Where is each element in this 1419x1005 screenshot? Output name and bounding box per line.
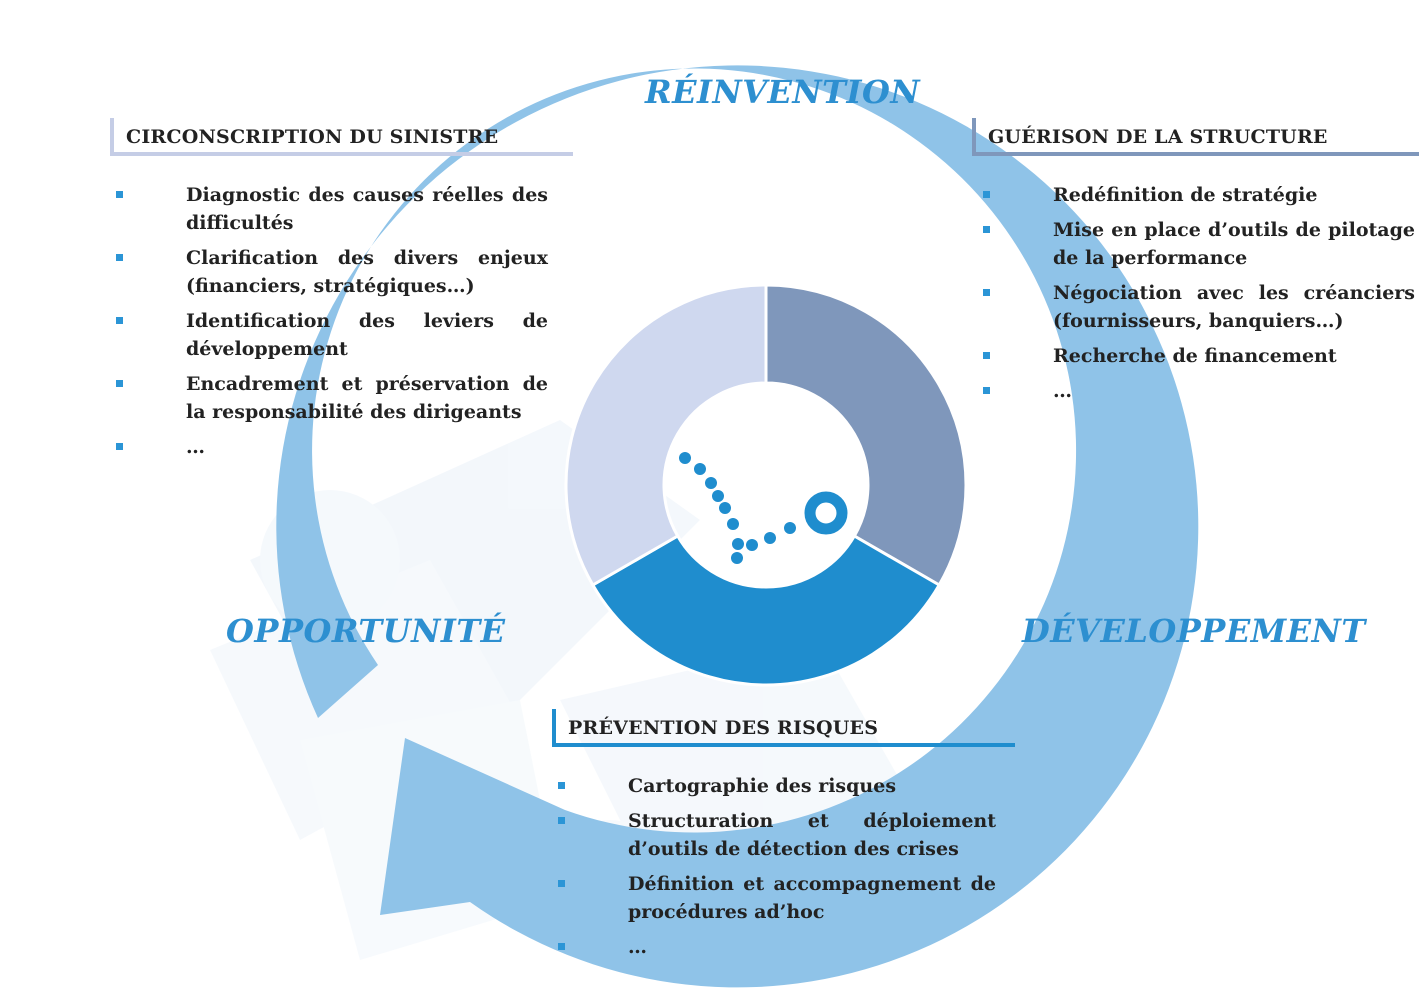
- bullet-square-icon: [983, 191, 990, 198]
- heading-bar-vertical: [552, 709, 556, 743]
- list-item: Clarification des divers enjeux (financi…: [116, 244, 548, 300]
- heading-bar-horizontal: [972, 152, 1419, 156]
- list-item: Recherche de financement: [983, 342, 1415, 370]
- dot: [784, 522, 796, 534]
- heading-bar-horizontal: [110, 152, 573, 156]
- dot: [679, 452, 691, 464]
- section-guerison-title: GUÉRISON DE LA STRUCTURE: [972, 118, 1419, 156]
- bullet-square-icon: [558, 880, 565, 887]
- phase-reinvention: RÉINVENTION: [645, 73, 921, 111]
- dot: [727, 518, 739, 530]
- list-item: …: [116, 433, 548, 461]
- list-item: Définition et accompagnement de procédur…: [558, 870, 996, 926]
- bullet-square-icon: [983, 352, 990, 359]
- bullet-square-icon: [116, 191, 123, 198]
- bullet-square-icon: [983, 226, 990, 233]
- list-item: Structuration et déploiement d’outils de…: [558, 807, 996, 863]
- section-circonscription-title: CIRCONSCRIPTION DU SINISTRE: [110, 118, 573, 156]
- section-prevention-list: Cartographie des risques Structuration e…: [558, 772, 996, 968]
- bullet-square-icon: [983, 289, 990, 296]
- heading-bar-vertical: [110, 118, 114, 152]
- bullet-square-icon: [558, 943, 565, 950]
- list-item: Redéfinition de stratégie: [983, 181, 1415, 209]
- center-dots-icon: [679, 452, 848, 564]
- phase-opportunite: OPPORTUNITÉ: [226, 612, 506, 650]
- dot: [731, 552, 743, 564]
- donut-segment-left: [564, 283, 768, 588]
- heading-bar-horizontal: [552, 743, 1015, 747]
- list-item: Négociation avec les créanciers (fournis…: [983, 279, 1415, 335]
- bullet-square-icon: [116, 380, 123, 387]
- dot: [746, 539, 758, 551]
- section-prevention-title: PRÉVENTION DES RISQUES: [552, 709, 1015, 747]
- section-guerison-list: Redéfinition de stratégie Mise en place …: [983, 181, 1415, 412]
- dot: [719, 502, 731, 514]
- phase-developpement: DÉVELOPPEMENT: [1022, 612, 1366, 650]
- bullet-square-icon: [116, 443, 123, 450]
- heading-text: GUÉRISON DE LA STRUCTURE: [988, 126, 1328, 148]
- bullet-square-icon: [116, 254, 123, 261]
- bullet-square-icon: [558, 817, 565, 824]
- list-item: …: [558, 933, 996, 961]
- cycle-arrow: [276, 65, 1199, 988]
- donut-segment-top-right: [764, 283, 968, 588]
- target-ring-icon: [804, 491, 848, 535]
- heading-text: CIRCONSCRIPTION DU SINISTRE: [126, 126, 499, 148]
- list-item: Encadrement et préservation de la respon…: [116, 370, 548, 426]
- dot: [764, 532, 776, 544]
- bullet-square-icon: [116, 317, 123, 324]
- list-item: Identification des leviers de développem…: [116, 307, 548, 363]
- list-item: …: [983, 377, 1415, 405]
- dot: [694, 463, 706, 475]
- section-circonscription-list: Diagnostic des causes réelles des diffic…: [116, 181, 548, 468]
- center-donut: [564, 283, 968, 687]
- list-item: Cartographie des risques: [558, 772, 996, 800]
- donut-segment-bottom: [590, 533, 942, 687]
- bullet-square-icon: [558, 782, 565, 789]
- list-item: Diagnostic des causes réelles des diffic…: [116, 181, 548, 237]
- heading-bar-vertical: [972, 118, 976, 152]
- bullet-square-icon: [983, 387, 990, 394]
- heading-text: PRÉVENTION DES RISQUES: [568, 717, 879, 739]
- list-item: Mise en place d’outils de pilotage de la…: [983, 216, 1415, 272]
- dot: [705, 477, 717, 489]
- dot: [712, 490, 724, 502]
- dot: [732, 538, 744, 550]
